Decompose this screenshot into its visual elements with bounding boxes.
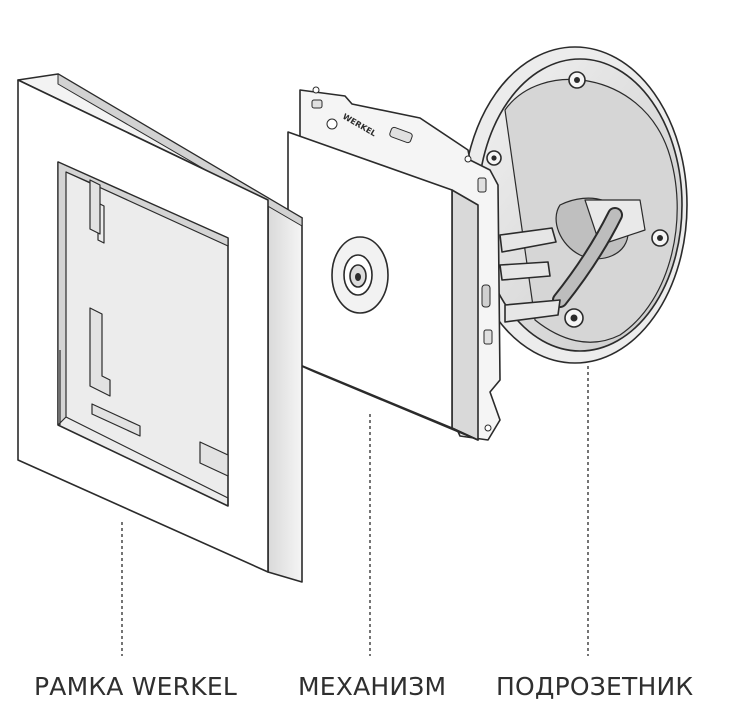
mechanism: WERKEL <box>287 86 561 441</box>
mounting-box-label: ПОДРОЗЕТНИК <box>496 672 694 701</box>
mechanism-label: МЕХАНИЗМ <box>298 672 447 701</box>
frame-label: РАМКА WERKEL <box>34 672 237 701</box>
leader-lines <box>121 366 589 656</box>
frame <box>17 73 303 583</box>
